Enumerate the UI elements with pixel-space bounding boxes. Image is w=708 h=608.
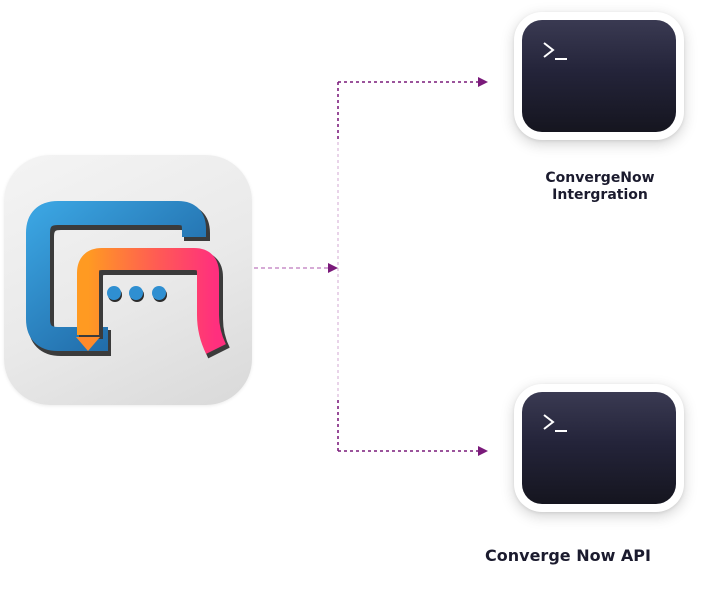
terminal-prompt-icon <box>543 42 567 60</box>
terminal-card-integration <box>514 12 684 140</box>
convergenow-app-tile <box>4 155 252 405</box>
terminal-screen <box>522 20 676 132</box>
label-converge-now-api: Converge Now API <box>485 546 651 565</box>
connector-top-arrow <box>478 77 488 87</box>
label-convergenow-integration: ConvergeNow Intergration <box>545 170 655 203</box>
terminal-screen <box>522 392 676 504</box>
terminal-card-api <box>514 384 684 512</box>
connector-bottom-arrow <box>478 446 488 456</box>
convergenow-logo-icon <box>26 201 230 359</box>
terminal-prompt-icon <box>543 414 567 432</box>
connector-source-arrow <box>328 263 338 273</box>
